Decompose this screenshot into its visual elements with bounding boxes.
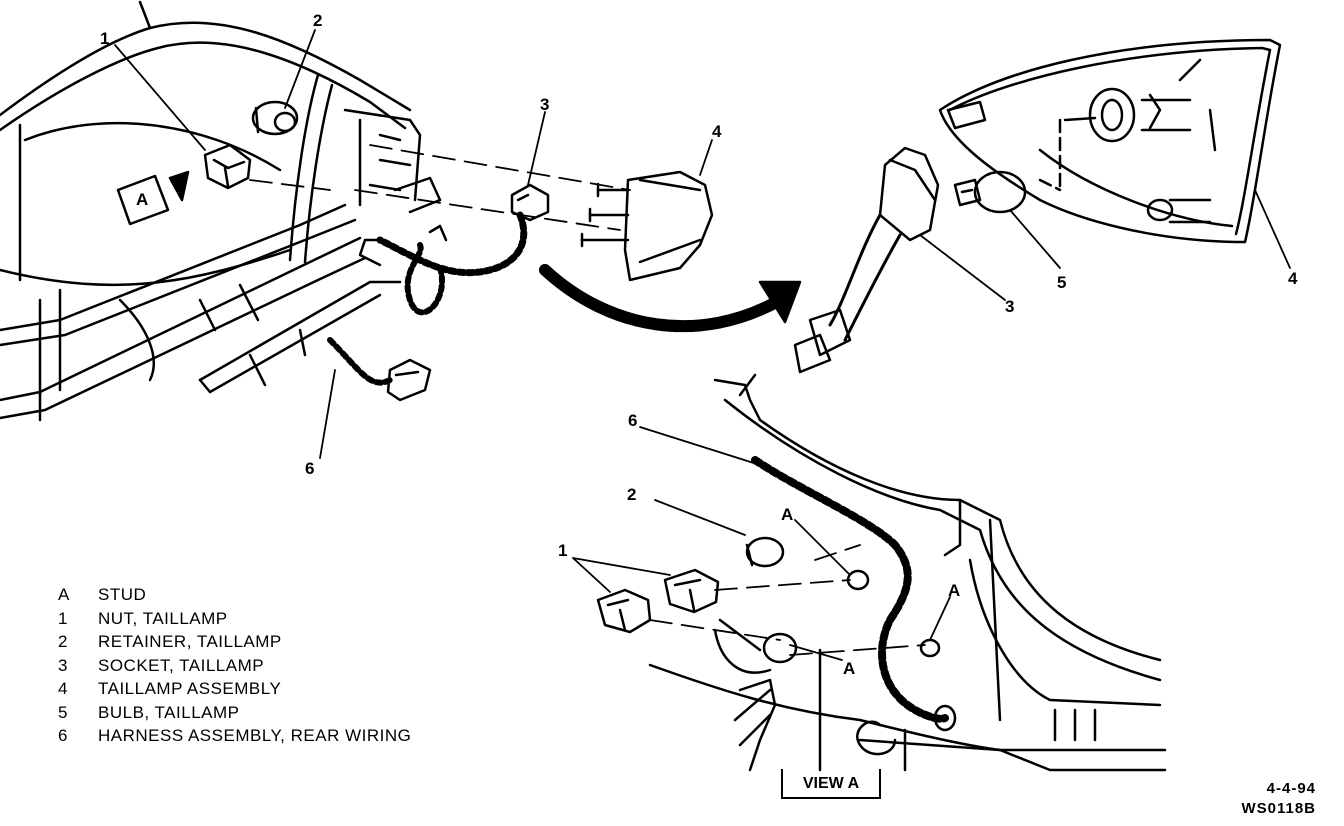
callout-2-view-a: 2 xyxy=(627,485,637,504)
harness-view-a xyxy=(751,456,957,732)
view-a-marker xyxy=(116,170,190,226)
legend-label: RETAINER, TAILLAMP xyxy=(98,632,282,651)
view-a-body xyxy=(648,373,1167,772)
legend-key: 6 xyxy=(58,726,68,745)
view-a-alignment-lines xyxy=(649,544,926,656)
socket-taillamp-right xyxy=(793,146,940,374)
legend-row: 1 NUT, TAILLAMP xyxy=(58,609,411,633)
date-code: 4-4-94 xyxy=(1266,780,1316,797)
callout-3-right: 3 xyxy=(1005,297,1015,316)
legend-label: STUD xyxy=(98,585,147,604)
taillamp-assembly-detail xyxy=(938,38,1282,244)
retainer-taillamp-left xyxy=(251,100,299,136)
legend-row: 6 HARNESS ASSEMBLY, REAR WIRING xyxy=(58,726,411,750)
figure-id: WS0118B xyxy=(1241,800,1316,817)
callout-1-left: 1 xyxy=(100,29,110,48)
legend-label: TAILLAMP ASSEMBLY xyxy=(98,679,282,698)
callout-4-left: 4 xyxy=(712,122,722,141)
socket-taillamp-left xyxy=(510,183,550,222)
legend-key: 2 xyxy=(58,632,68,651)
legend-key: 1 xyxy=(58,608,68,628)
legend-key: 3 xyxy=(58,655,68,675)
callout-6-left: 6 xyxy=(305,459,315,478)
callout-stud-a-2: A xyxy=(948,581,961,600)
callout-view-a-box: A xyxy=(136,190,149,209)
legend-row: 2 RETAINER, TAILLAMP xyxy=(58,632,411,656)
legend-row: 4 TAILLAMP ASSEMBLY xyxy=(58,679,411,703)
trunk-body-outline xyxy=(0,0,442,422)
callout-4-right: 4 xyxy=(1288,269,1298,288)
legend-key: A xyxy=(58,585,70,604)
transition-arrow xyxy=(539,264,802,333)
callout-5-right: 5 xyxy=(1057,273,1067,292)
harness-left xyxy=(327,211,528,402)
legend-row: 3 SOCKET, TAILLAMP xyxy=(58,656,411,680)
legend-key: 5 xyxy=(58,702,68,722)
bulb-taillamp xyxy=(953,170,1027,214)
stud-alignment-lines xyxy=(249,144,631,231)
callout-stud-a-1: A xyxy=(781,505,794,524)
legend-label: NUT, TAILLAMP xyxy=(98,608,228,628)
legend-key: 4 xyxy=(58,679,68,698)
taillamp-assembly-left xyxy=(580,170,714,282)
legend-label: HARNESS ASSEMBLY, REAR WIRING xyxy=(98,726,412,745)
callout-2-left: 2 xyxy=(313,11,323,30)
legend-row: 5 BULB, TAILLAMP xyxy=(58,703,411,727)
callout-1-view-a: 1 xyxy=(558,541,568,560)
parts-legend: A STUD 1 NUT, TAILLAMP 2 RETAINER, TAILLAMP… xyxy=(58,585,411,750)
view-a-label: VIEW A xyxy=(781,769,881,799)
callout-3-left: 3 xyxy=(540,95,550,114)
callout-leaders xyxy=(114,29,1291,661)
legend-label: SOCKET, TAILLAMP xyxy=(98,655,265,675)
legend-label: BULB, TAILLAMP xyxy=(98,702,240,722)
callout-stud-a-3: A xyxy=(843,659,856,678)
callout-6-view-a: 6 xyxy=(628,411,638,430)
view-a-parts xyxy=(596,536,941,674)
legend-row: A STUD xyxy=(58,585,411,609)
nut-taillamp-left xyxy=(203,143,252,190)
